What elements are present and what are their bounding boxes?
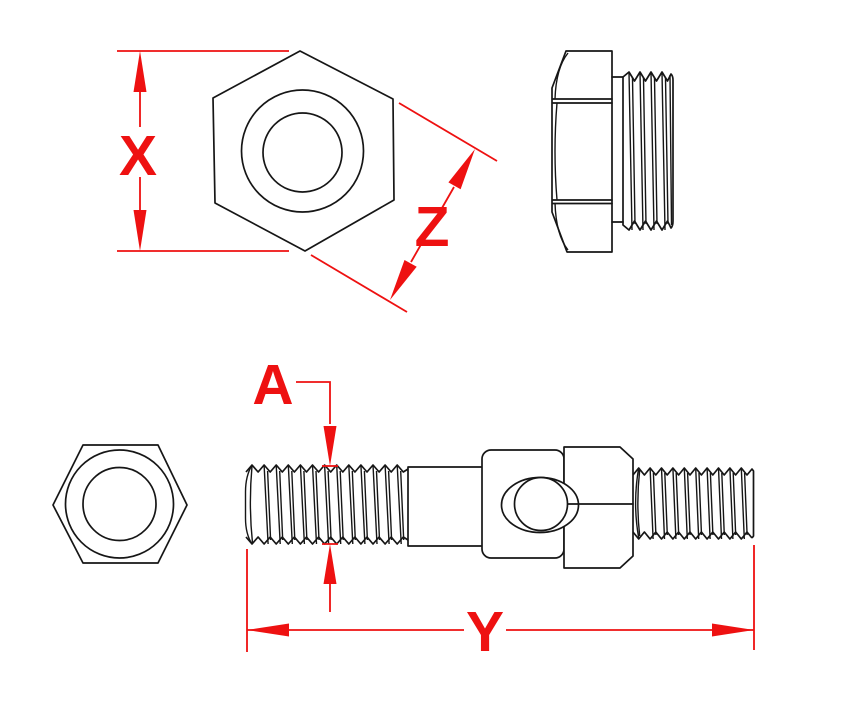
dimension-y-label: Y (466, 600, 504, 664)
bore-circle (262, 112, 343, 193)
dimension-x: X (117, 50, 289, 252)
thread-profile (622, 71, 674, 231)
extension-lines (246, 545, 755, 652)
chamfer-circle (240, 89, 365, 213)
extension-lines (117, 50, 289, 252)
arrowhead-right (712, 623, 754, 637)
dimension-z-label: Z (415, 195, 450, 259)
extension-lines (310, 102, 498, 313)
arrowhead-lower (390, 260, 417, 300)
thread-flank-lines (628, 71, 673, 231)
head-outline (551, 50, 613, 253)
arrowhead-down (133, 210, 147, 251)
leader-line (296, 381, 331, 424)
thread-runout-left (634, 467, 641, 539)
shoulder-lines (611, 76, 624, 223)
hex-face-lines (552, 98, 613, 205)
tick-bottom-and-tail (322, 543, 338, 612)
right-thread-section (632, 467, 755, 540)
hex-outline (52, 444, 188, 564)
dimension-y: Y (246, 545, 755, 664)
side-view-hex-head (551, 50, 674, 253)
hex-outline (212, 50, 395, 252)
dimension-line (410, 186, 455, 263)
thread-crest-bottom (245, 536, 409, 545)
dimension-a-label: A (252, 353, 293, 417)
dimension-x-label: X (119, 124, 157, 188)
eye-inner-circle (513, 476, 569, 532)
center-hex (563, 446, 634, 569)
side-view-stud-assembly (244, 446, 755, 569)
arrowhead-down (323, 426, 337, 466)
arrowhead-up (133, 51, 147, 92)
arrowhead-up (323, 544, 337, 584)
dimension-z: Z (310, 102, 498, 313)
front-view-hex-head (212, 50, 395, 252)
front-view-hex-small (52, 444, 188, 564)
thread-runout-left (244, 464, 254, 545)
left-thread-section (244, 464, 409, 545)
arrowhead-left (247, 623, 289, 637)
thread-crest-bottom (632, 531, 753, 540)
thread-crest-top (245, 464, 409, 473)
thread-crest-top (632, 467, 755, 539)
bore-circle (82, 466, 157, 542)
arrowhead-upper (448, 149, 475, 190)
hex-face-arcs (554, 52, 569, 251)
dimension-a: A (252, 353, 338, 612)
shank-cylinder (407, 466, 485, 547)
chamfer-circle (64, 449, 175, 559)
